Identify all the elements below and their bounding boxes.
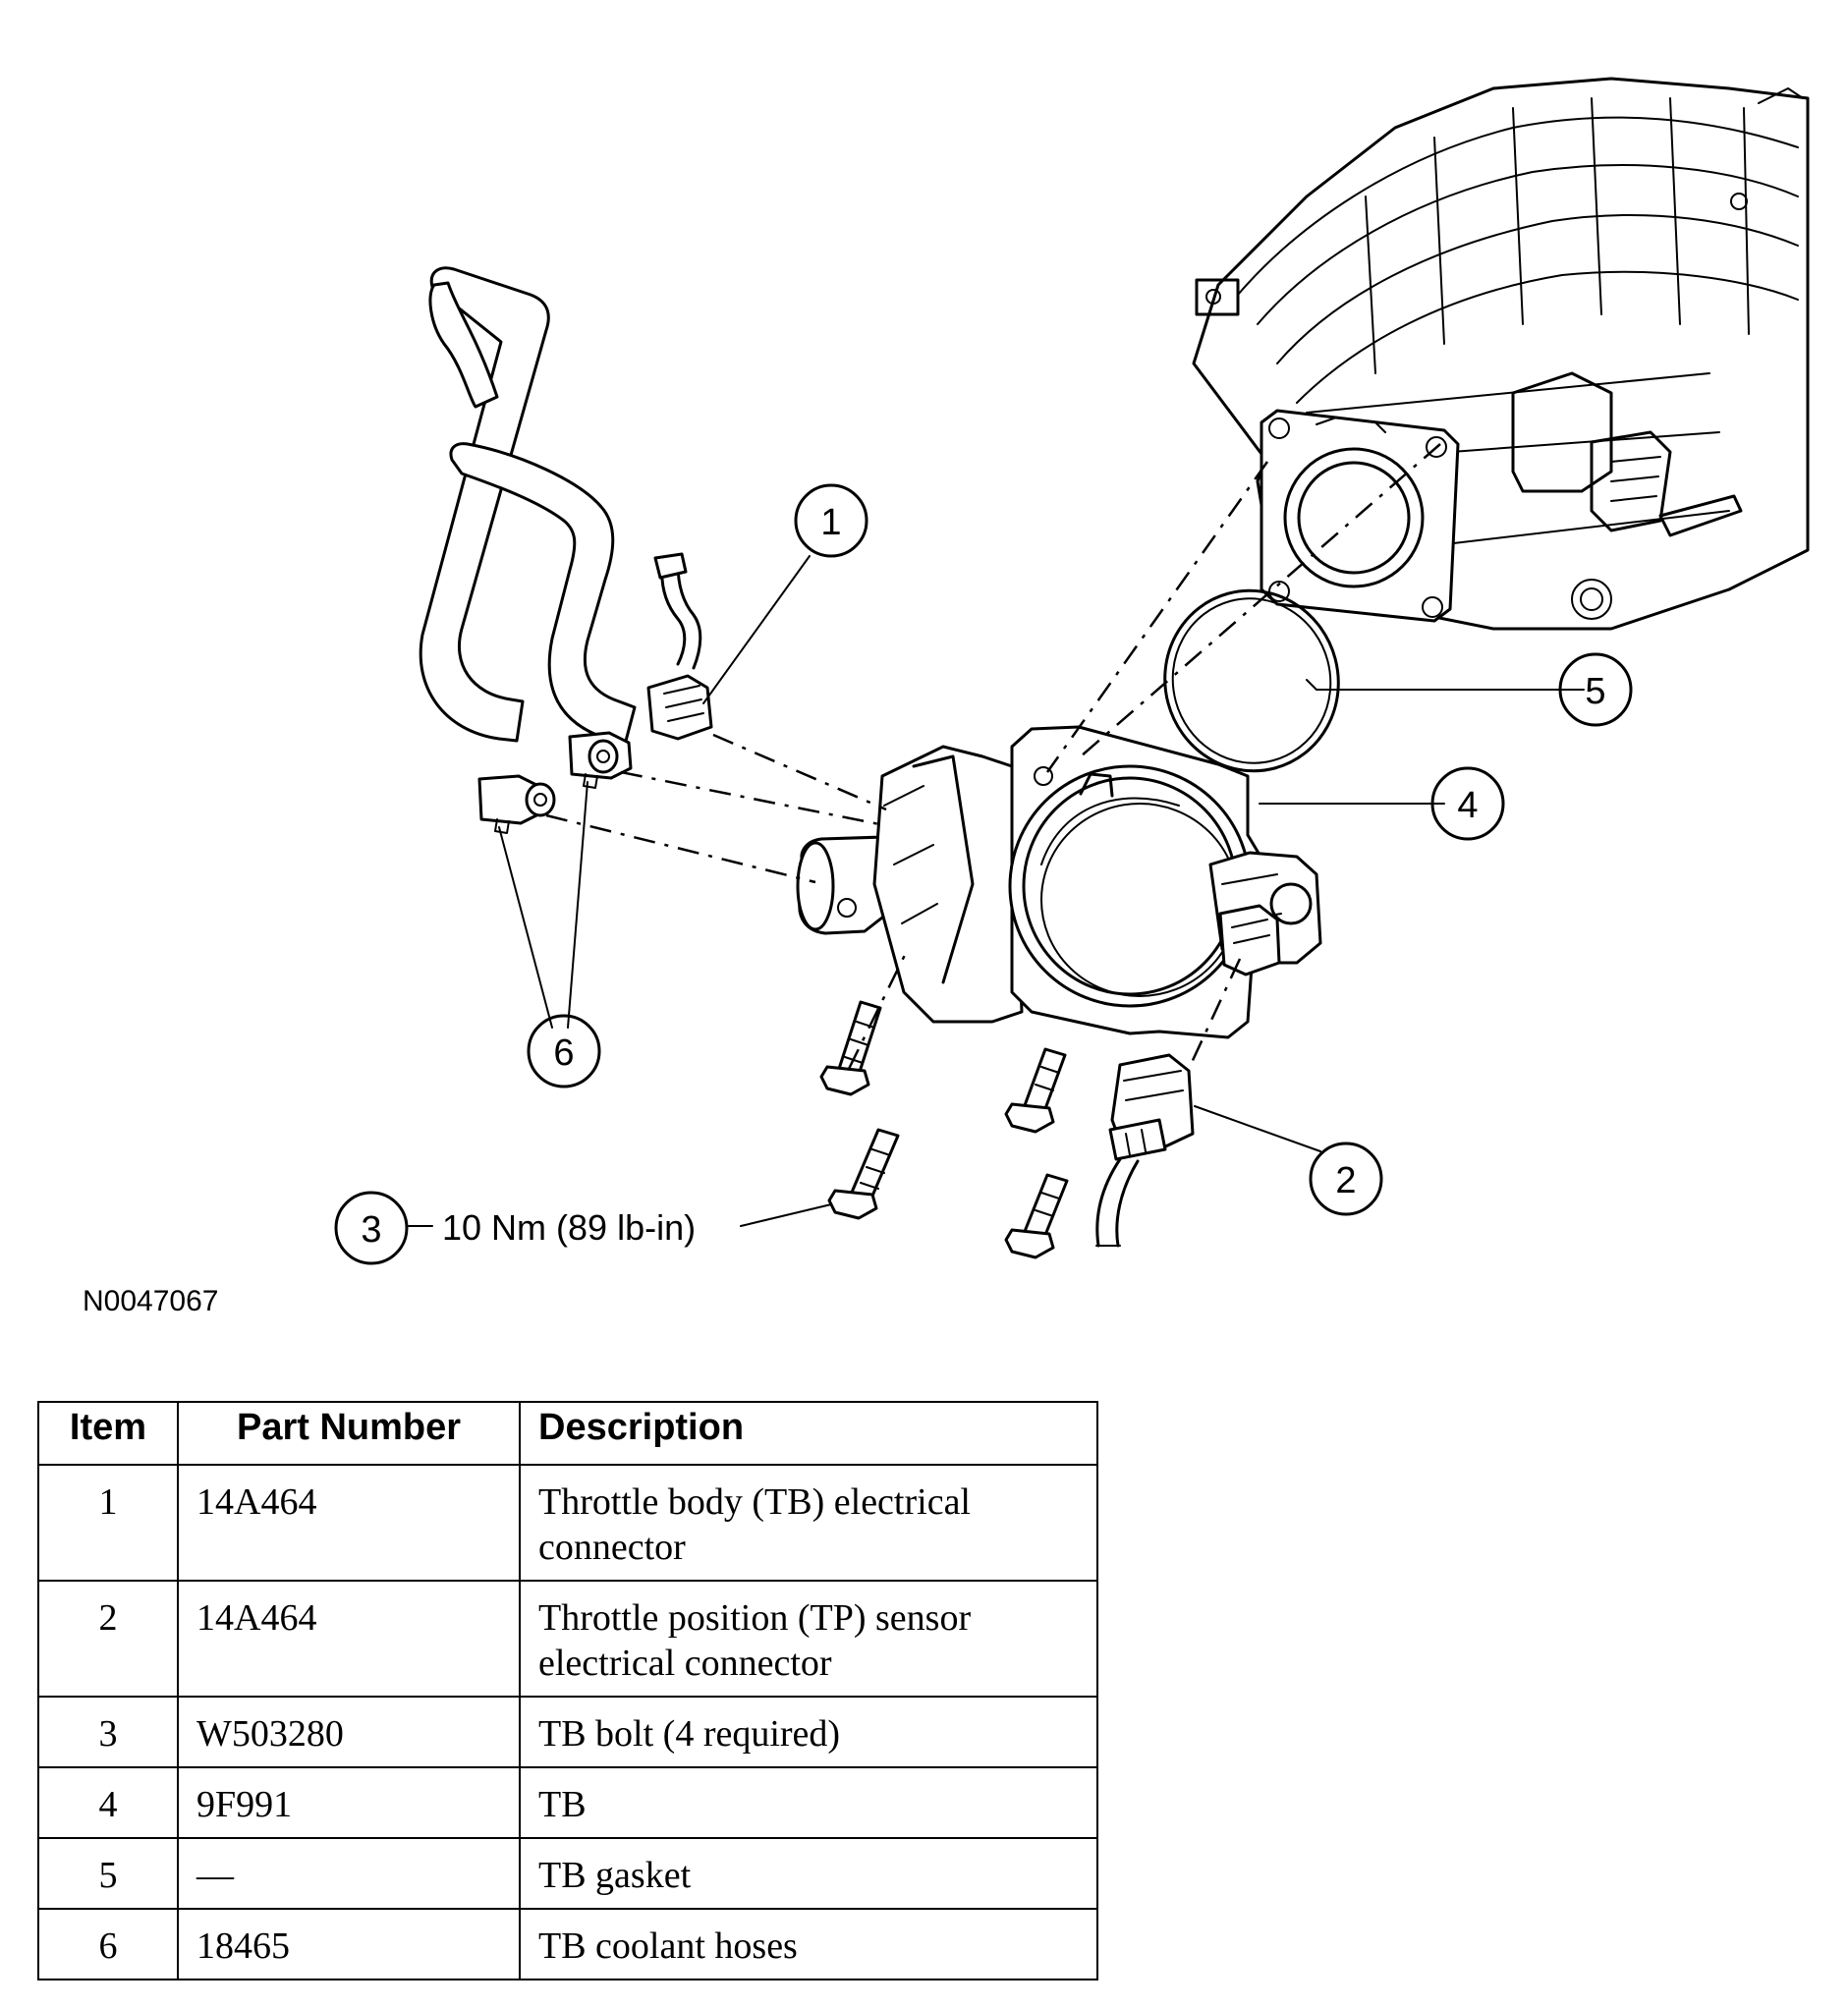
- svg-text:1: 1: [820, 502, 841, 543]
- callout-4: 4: [1430, 766, 1505, 841]
- cell-part-number: 14A464: [177, 1464, 521, 1582]
- header-item: Item: [37, 1401, 179, 1466]
- tb-coolant-hoses: [419, 266, 637, 834]
- table-row: 4 9F991 TB: [37, 1766, 1098, 1839]
- cell-part-number: 18465: [177, 1908, 521, 1980]
- cell-item: 2: [37, 1580, 179, 1698]
- intake-manifold: [1192, 77, 1810, 631]
- tb-electrical-connector: [646, 552, 713, 741]
- cell-item: 1: [37, 1464, 179, 1582]
- table-row: 5 — TB gasket: [37, 1837, 1098, 1910]
- table-row: 6 18465 TB coolant hoses: [37, 1908, 1098, 1980]
- svg-text:4: 4: [1457, 785, 1478, 826]
- svg-text:2: 2: [1335, 1160, 1356, 1201]
- tb-bolts: [819, 1000, 1069, 1259]
- parts-table: Item Part Number Description 1 14A464 Th…: [37, 1401, 1098, 1980]
- alignment-lines: [545, 443, 1441, 1070]
- hose-clamp-upper: [568, 731, 633, 789]
- bolt-3: [827, 1128, 900, 1220]
- throttle-body: [796, 725, 1322, 1039]
- tp-sensor-connector: [1095, 1053, 1195, 1248]
- leader-lines: [408, 555, 1585, 1227]
- callout-1: 1: [794, 483, 868, 558]
- cell-description: Throttle body (TB) electrical connector: [519, 1464, 1098, 1582]
- figure-id: N0047067: [83, 1285, 218, 1317]
- tb-gasket: [1163, 588, 1340, 773]
- cell-description: TB bolt (4 required): [519, 1696, 1098, 1768]
- hose-clamp-lower: [477, 774, 556, 834]
- cell-part-number: —: [177, 1837, 521, 1910]
- svg-text:5: 5: [1585, 671, 1605, 712]
- table-row: 2 14A464 Throttle position (TP) sensor e…: [37, 1580, 1098, 1698]
- cell-item: 5: [37, 1837, 179, 1910]
- header-part-number: Part Number: [177, 1401, 521, 1466]
- torque-spec-label: 10 Nm (89 lb-in): [442, 1207, 696, 1248]
- cell-item: 3: [37, 1696, 179, 1768]
- cell-part-number: 14A464: [177, 1580, 521, 1698]
- bolt-2: [1004, 1047, 1067, 1134]
- bolt-4: [1004, 1173, 1069, 1259]
- svg-text:3: 3: [361, 1209, 381, 1251]
- cell-description: TB coolant hoses: [519, 1908, 1098, 1980]
- cell-part-number: 9F991: [177, 1766, 521, 1839]
- svg-text:6: 6: [553, 1032, 574, 1074]
- throttle-body-exploded-diagram: 1 2 3 4 5 6 10 Nm (89 lb-in) N0047067: [83, 77, 1810, 1317]
- bolt-1: [819, 1000, 882, 1096]
- table-row: 1 14A464 Throttle body (TB) electrical c…: [37, 1464, 1098, 1582]
- table-header-row: Item Part Number Description: [37, 1401, 1098, 1466]
- cell-description: TB: [519, 1766, 1098, 1839]
- callout-2: 2: [1309, 1142, 1383, 1216]
- callout-5: 5: [1558, 652, 1633, 727]
- cell-part-number: W503280: [177, 1696, 521, 1768]
- cell-item: 4: [37, 1766, 179, 1839]
- callout-6: 6: [527, 1014, 601, 1088]
- cell-item: 6: [37, 1908, 179, 1980]
- callout-3: 3: [334, 1191, 409, 1265]
- cell-description: Throttle position (TP) sensor electrical…: [519, 1580, 1098, 1698]
- header-description: Description: [519, 1401, 1098, 1466]
- cell-description: TB gasket: [519, 1837, 1098, 1910]
- table-row: 3 W503280 TB bolt (4 required): [37, 1696, 1098, 1768]
